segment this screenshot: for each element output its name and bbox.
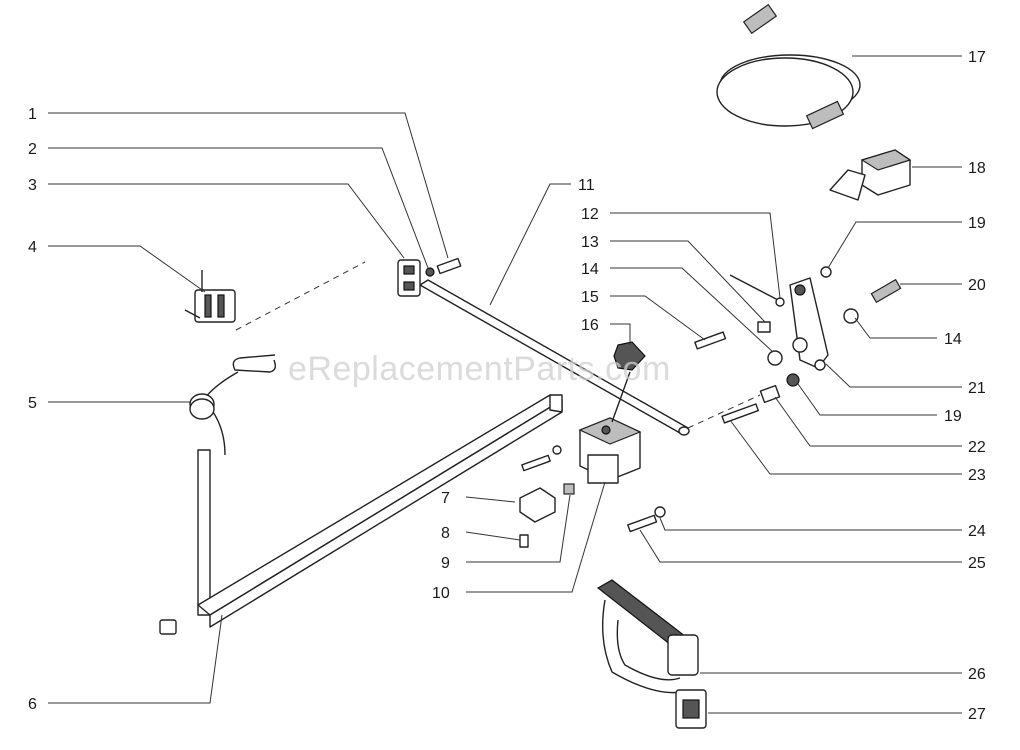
callout-2: 2 xyxy=(28,141,37,158)
callout-8: 8 xyxy=(441,525,450,542)
callout-16: 16 xyxy=(581,317,599,334)
callout-7: 7 xyxy=(441,490,450,507)
part-26-spray-gun xyxy=(596,579,699,694)
callout-3: 3 xyxy=(28,177,37,194)
part-16-knob xyxy=(611,341,646,423)
part-14-nut xyxy=(767,350,783,366)
callout-11: 11 xyxy=(578,177,595,194)
callout-1: 1 xyxy=(28,106,37,123)
callout-25: 25 xyxy=(968,555,986,572)
part-5-spring xyxy=(189,354,277,456)
part-11-rod xyxy=(235,261,761,436)
callout-10: 10 xyxy=(432,585,450,602)
part-27-tip-guard xyxy=(675,689,707,729)
callout-14-right: 14 xyxy=(944,331,962,348)
part-19-washer-top xyxy=(820,266,832,278)
part-1-bolt xyxy=(436,257,462,275)
mount-bolt xyxy=(521,454,551,472)
callout-20: 20 xyxy=(968,277,986,294)
part-9-nut xyxy=(563,483,575,495)
part-2-washer xyxy=(425,267,435,277)
callout-24: 24 xyxy=(968,523,986,540)
part-14-nut-right xyxy=(843,308,859,324)
part-21-lever xyxy=(789,277,829,371)
callout-9: 9 xyxy=(441,555,450,572)
callout-17: 17 xyxy=(968,49,986,66)
watermark-text: eReplacementParts.com xyxy=(288,350,671,388)
part-22-sleeve xyxy=(759,384,781,404)
callout-19: 19 xyxy=(968,215,986,232)
part-8-screw xyxy=(519,534,529,548)
callout-14: 14 xyxy=(581,261,599,278)
part-19-spacer xyxy=(786,373,800,387)
callout-6: 6 xyxy=(28,696,37,713)
part-12-clip xyxy=(775,297,785,307)
part-12-pin xyxy=(729,274,779,301)
callout-15: 15 xyxy=(581,289,599,306)
leader-lines xyxy=(48,55,962,714)
mount-washer xyxy=(552,445,562,455)
part-23-bolt xyxy=(721,403,759,424)
callout-4: 4 xyxy=(28,239,37,256)
callout-19-lower: 19 xyxy=(944,408,962,425)
callout-5: 5 xyxy=(28,395,37,412)
part-18-bracket xyxy=(829,149,912,201)
part-3-block xyxy=(397,259,421,297)
part-17-hose xyxy=(716,3,861,130)
part-4-clamp xyxy=(184,270,236,323)
callout-12: 12 xyxy=(581,206,599,223)
callout-labels: 1 2 3 4 5 6 7 8 9 10 11 12 13 14 15 16 1… xyxy=(28,49,986,723)
callout-21: 21 xyxy=(968,380,986,397)
callout-22: 22 xyxy=(968,439,986,456)
part-24-washer xyxy=(654,506,666,518)
callout-23: 23 xyxy=(968,467,986,484)
part-7-cap xyxy=(519,487,556,523)
part-13-fitting xyxy=(757,321,771,333)
part-10-gun-mount xyxy=(578,417,642,484)
callout-13: 13 xyxy=(581,234,599,251)
part-6-frame xyxy=(159,394,563,635)
part-20-bolt xyxy=(870,278,902,304)
callout-18: 18 xyxy=(968,160,986,177)
part-25-bolt xyxy=(627,514,658,533)
callout-26: 26 xyxy=(968,666,986,683)
callout-27: 27 xyxy=(968,706,986,723)
part-15-screw xyxy=(694,331,727,350)
